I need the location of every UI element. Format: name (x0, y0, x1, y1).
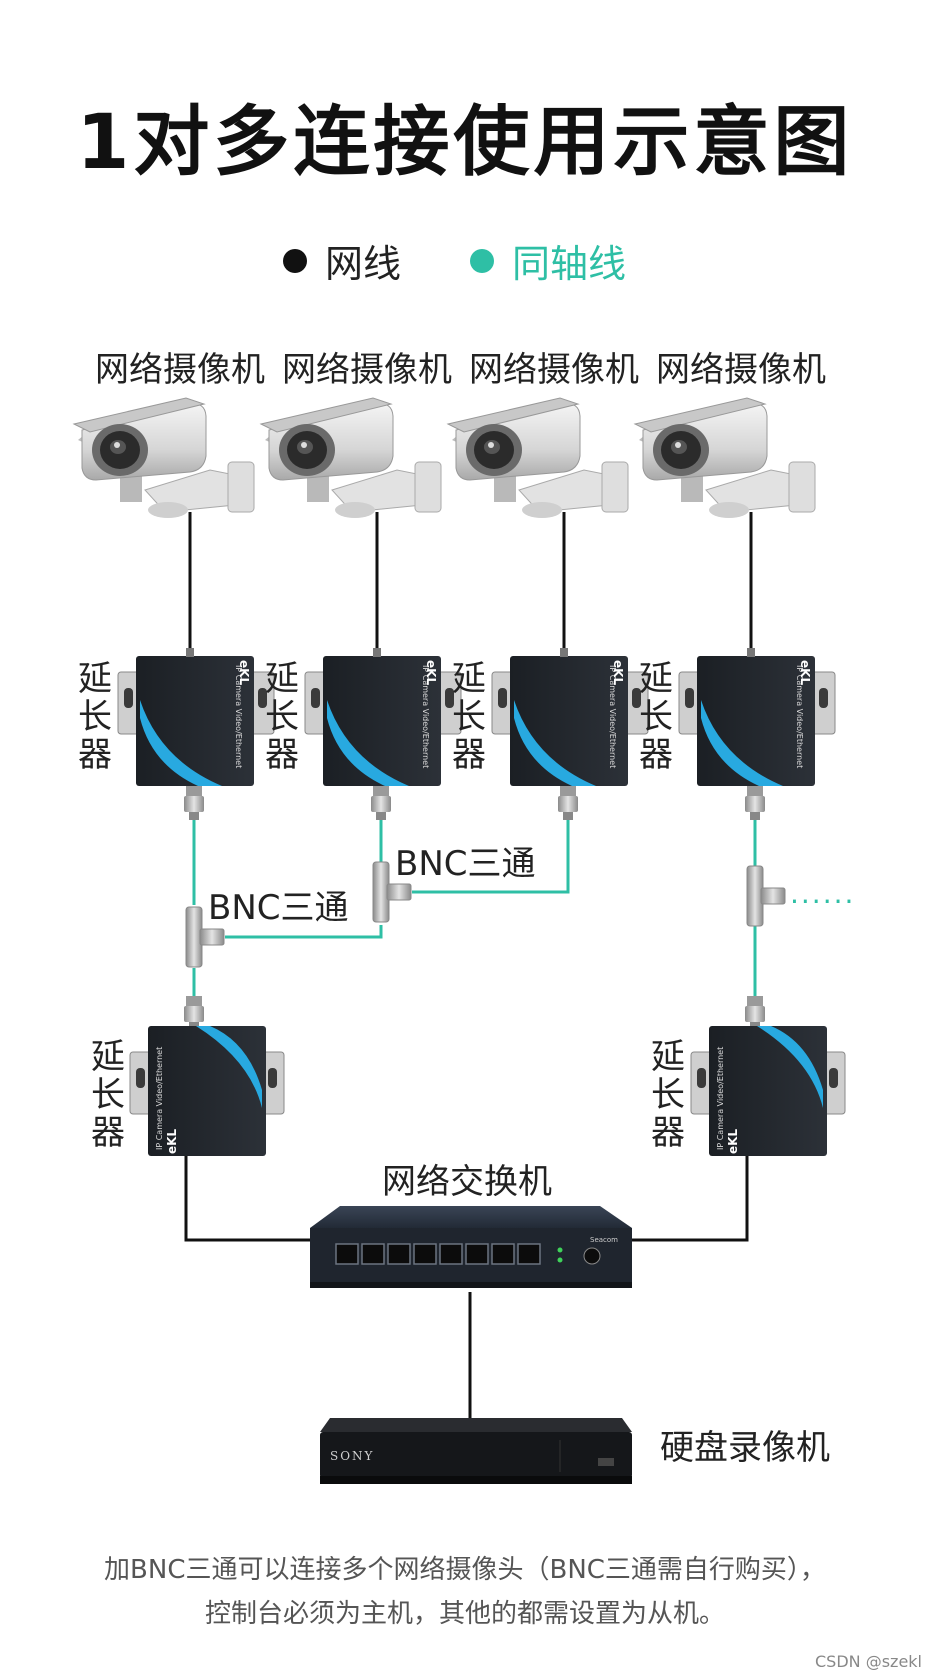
bnc-connector-1 (184, 786, 204, 820)
bnc-connector-4 (745, 786, 765, 820)
watermark: CSDN @szekl (815, 1652, 922, 1671)
extender-label-5: 延长器 (91, 1037, 125, 1153)
bnc-connector-2 (371, 786, 391, 820)
nvr-label: 硬盘录像机 (660, 1428, 830, 1468)
network-switch: Seacom (310, 1206, 632, 1288)
coax-cables (192, 820, 757, 1000)
bnc-tee-label-1: BNC三通 (395, 844, 536, 884)
bnc-tee-3 (746, 865, 786, 927)
continuation-dots: ...... (790, 877, 855, 910)
extender-1 (117, 647, 275, 787)
camera-1 (73, 397, 255, 519)
camera-2 (260, 397, 442, 519)
page-title: 1对多连接使用示意图 (76, 97, 854, 186)
legend-dot-network (283, 248, 307, 273)
camera-label-2: 网络摄像机 (282, 350, 452, 390)
camera-label-4: 网络摄像机 (656, 350, 826, 390)
legend-network-cable: 网线 (283, 233, 401, 288)
bnc-tee-label-2: BNC三通 (208, 888, 349, 928)
extender-label-4: 延长器 (639, 659, 673, 775)
network-cables-switch (184, 1156, 749, 1420)
footer-line-2: 控制台必须为主机，其他的都需设置为从机。 (204, 1599, 725, 1629)
switch-brand: Seacom (590, 1236, 618, 1244)
legend-coax-cable: 同轴线 (470, 233, 626, 288)
extender-label-2: 延长器 (265, 659, 299, 775)
legend-label-network: 网线 (325, 242, 402, 286)
footer-line-1: 加BNC三通可以连接多个网络摄像头（BNC三通需自行购买）， (104, 1555, 826, 1585)
legend-dot-coax (470, 248, 494, 273)
extender-label-3: 延长器 (452, 659, 486, 775)
camera-label-3: 网络摄像机 (469, 350, 639, 390)
camera-label-1: 网络摄像机 (95, 350, 265, 390)
camera-3 (447, 397, 629, 519)
extender-label-1: 延长器 (78, 659, 112, 775)
nvr-brand: SONY (330, 1449, 374, 1463)
legend-label-coax: 同轴线 (512, 242, 627, 286)
camera-4 (634, 397, 816, 519)
extender-3 (491, 647, 649, 787)
extender-2 (304, 647, 462, 787)
nvr-recorder: SONY (320, 1418, 632, 1484)
extender-4 (678, 647, 836, 787)
network-cables-top (188, 512, 753, 650)
footer-note: 加BNC三通可以连接多个网络摄像头（BNC三通需自行购买）， 控制台必须为主机，… (0, 1548, 930, 1636)
bnc-connector-3 (558, 786, 578, 820)
extender-6 (690, 1025, 846, 1157)
extender-5 (129, 1025, 285, 1157)
bnc-connector-5 (184, 996, 204, 1030)
bnc-connector-6 (745, 996, 765, 1030)
switch-label: 网络交换机 (382, 1162, 552, 1202)
extender-label-6: 延长器 (651, 1037, 685, 1153)
